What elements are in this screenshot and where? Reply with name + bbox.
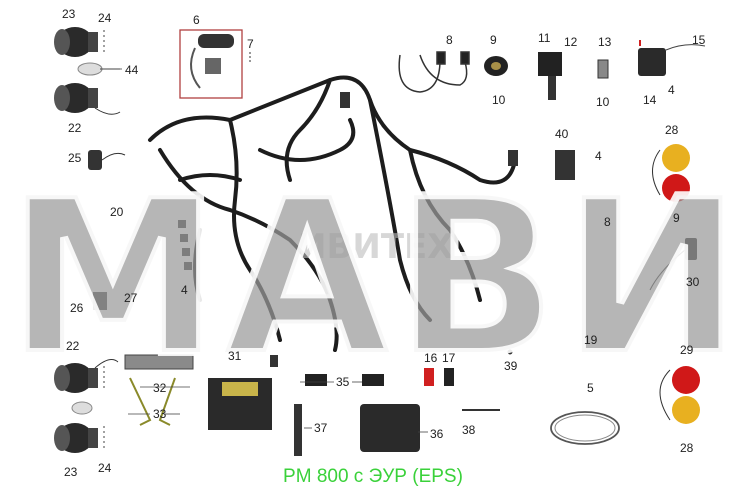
callout-37: 37 xyxy=(314,421,328,435)
battery-31 xyxy=(208,378,272,430)
model-caption: PM 800 с ЭУР (EPS) xyxy=(283,466,463,487)
callout-28-bottom: 28 xyxy=(680,441,694,455)
relay-11 xyxy=(538,52,562,100)
callout-4-mid: 4 xyxy=(595,149,602,163)
sensor-30 xyxy=(649,238,697,291)
main-wiring-harness xyxy=(148,75,517,352)
horn-9 xyxy=(484,56,508,76)
sensor-cables xyxy=(398,51,470,93)
leader-lines xyxy=(108,68,428,433)
callout-11: 11 xyxy=(538,31,551,45)
callout-6: 6 xyxy=(193,13,200,27)
callout-32: 32 xyxy=(153,381,167,395)
bulb-bottom xyxy=(71,401,93,415)
callout-9: 9 xyxy=(490,33,497,47)
fuse-13 xyxy=(597,59,609,79)
callout-12: 12 xyxy=(564,35,578,49)
watermark-inner-text: ИВИТЕХ xyxy=(298,227,453,267)
connector-17 xyxy=(444,368,454,386)
tail-lamp-lower xyxy=(659,366,700,424)
callout-29: 29 xyxy=(680,343,694,357)
callout-24-top: 24 xyxy=(98,11,112,25)
callout-33: 33 xyxy=(153,407,167,421)
callout-16: 16 xyxy=(424,351,438,365)
callout-25: 25 xyxy=(68,151,82,165)
callout-5: 5 xyxy=(587,381,594,395)
callout-23-top: 23 xyxy=(62,7,76,21)
callout-36: 36 xyxy=(430,427,444,441)
callout-40: 40 xyxy=(555,127,569,141)
callout-27: 27 xyxy=(124,291,138,305)
callout-30: 30 xyxy=(686,275,700,289)
callout-26: 26 xyxy=(70,301,84,315)
starter-relay-14 xyxy=(638,40,706,76)
connector-16 xyxy=(424,368,434,386)
ignition-highlight-box xyxy=(179,29,243,99)
callout-10-right: 10 xyxy=(596,95,610,109)
callout-39: 39 xyxy=(504,359,518,373)
callout-19: 19 xyxy=(584,333,598,347)
callout-31: 31 xyxy=(228,349,242,363)
callout-9-right: 9 xyxy=(673,211,680,225)
tail-lamp-upper xyxy=(652,144,690,202)
fuses-35 xyxy=(305,374,384,386)
callout-38: 38 xyxy=(462,423,476,437)
ignition-switch xyxy=(190,34,251,89)
callout-8-right: 8 xyxy=(604,215,611,229)
headlamp-upper xyxy=(54,27,105,57)
relay-26 xyxy=(93,292,107,310)
clip-39 xyxy=(507,349,513,355)
headlamp-bottom-lower xyxy=(54,423,105,453)
callout-35: 35 xyxy=(336,375,350,389)
watermark: ИВИТЕХ МАВИР МАВИР xyxy=(2,148,746,407)
callout-7: 7 xyxy=(247,37,254,51)
callout-8: 8 xyxy=(446,33,453,47)
strap-37 xyxy=(294,404,302,456)
headlamp-lower xyxy=(54,83,121,115)
callout-14: 14 xyxy=(643,93,657,107)
callout-20: 20 xyxy=(110,205,124,219)
switch-25 xyxy=(88,150,126,170)
headlamp-bottom-upper xyxy=(54,359,119,393)
callout-24-bottom: 24 xyxy=(98,461,112,475)
plate-32 xyxy=(124,354,194,370)
callout-22-bottom: 22 xyxy=(66,339,80,353)
callout-10-left: 10 xyxy=(492,93,506,107)
straps-33 xyxy=(129,377,176,426)
callout-23-bottom: 23 xyxy=(64,465,78,479)
module-40 xyxy=(555,150,575,180)
callout-28-top: 28 xyxy=(665,123,679,137)
cable-loop-5 xyxy=(550,411,620,445)
callout-17: 17 xyxy=(442,351,456,365)
callout-44: 44 xyxy=(125,63,139,77)
callout-15: 15 xyxy=(692,33,706,47)
callout-numbers: 23 24 44 22 25 20 26 27 22 23 24 6 7 8 9… xyxy=(62,7,706,479)
watermark-text: МАВИР xyxy=(6,152,746,403)
callout-22-top: 22 xyxy=(68,121,82,135)
callout-4-left: 4 xyxy=(181,283,188,297)
watermark-outline: МАВИР xyxy=(6,152,746,403)
cover-36 xyxy=(360,404,420,452)
callout-13: 13 xyxy=(598,35,612,49)
harness-connectors xyxy=(178,92,518,367)
callout-4-top: 4 xyxy=(668,83,675,97)
